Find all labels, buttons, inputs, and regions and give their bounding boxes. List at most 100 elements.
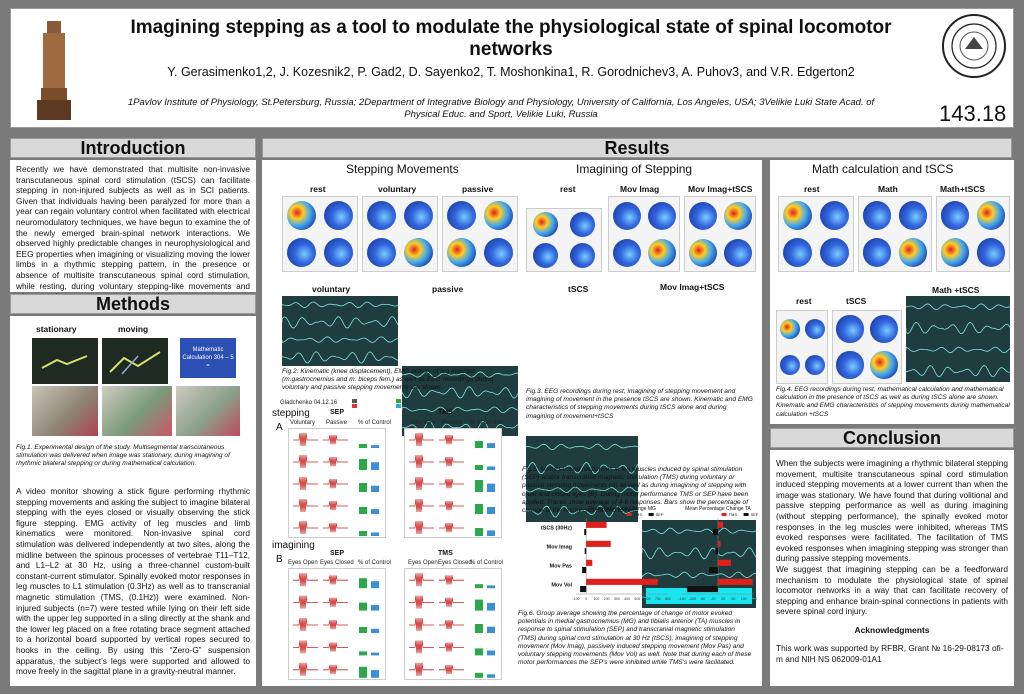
fig5-cola-2: Passive (326, 420, 348, 426)
evoked-trace (323, 664, 348, 675)
wave-svg (906, 303, 1010, 378)
percent-bar (487, 483, 495, 492)
affil-line2: Physical Educ. and Sport, Velikie Luki, … (404, 109, 598, 120)
ack-heading: Acknowledgments (854, 624, 930, 635)
emg-trace (402, 386, 518, 399)
tick-label: 500 (634, 597, 640, 601)
evoked-trace (293, 662, 318, 676)
percent-bar (475, 441, 483, 448)
eeg-map-fig4-rest (776, 310, 828, 384)
poster-number: 143.18 (939, 101, 1007, 126)
bar-sep (584, 529, 587, 536)
brain-topomap (723, 238, 752, 267)
fig3-tscs-traces (526, 436, 638, 522)
statue-logo (33, 13, 75, 123)
imagining-title: Imagining of Stepping (576, 162, 693, 176)
emg-trace (402, 371, 518, 378)
percent-bar (475, 504, 483, 514)
brain-topomap (779, 355, 800, 375)
evoked-trace (323, 575, 348, 585)
tick-label: -20 (710, 597, 715, 601)
fig5-tms-imagining-traces (404, 568, 502, 680)
percent-bar (359, 483, 367, 492)
fig5-cola-6: % of Control (470, 420, 504, 426)
emg-trace (526, 461, 638, 475)
brain-topomap (870, 351, 898, 379)
evoked-trace (439, 642, 464, 652)
brain-topomap (446, 237, 477, 268)
fig5-tms-stepping-traces (404, 428, 502, 538)
evoked-trace (323, 642, 348, 652)
results-heading: Results (262, 138, 1012, 158)
percent-bar (359, 578, 367, 589)
introduction-heading: Introduction (10, 138, 256, 158)
stationary-monitor (32, 338, 98, 384)
ack-text: This work was supported by RFBR, Grant №… (776, 642, 1004, 664)
title-line1: Imagining stepping as a tool to modulate… (130, 17, 892, 38)
fig5-cola-1: Voluntary (290, 420, 316, 426)
tick-label: -100 (689, 597, 696, 601)
legend-label: SEP (751, 512, 758, 517)
brain-topomap (612, 201, 641, 230)
evoked-trace (439, 664, 464, 675)
tick-label: 300 (614, 597, 620, 601)
evoked-trace (439, 435, 464, 445)
imag-label-movimag: Mov Imag (620, 184, 660, 194)
percent-bar (487, 530, 495, 536)
brain-topomap (779, 319, 800, 339)
affil-line1: 1Pavlov Institute of Physiology, St.Pete… (127, 97, 875, 108)
emg-trace (526, 443, 638, 451)
brain-topomap (898, 201, 928, 230)
wave-svg (402, 371, 518, 434)
evoked-trace (323, 457, 348, 467)
legend-label: TMS (729, 512, 738, 517)
bar-tms (586, 540, 611, 547)
fig5-sep-imagining-traces (288, 568, 386, 680)
fig2-passive-traces (402, 366, 518, 436)
percent-bar (487, 507, 495, 514)
fig5-sep-b-label: SEP (330, 550, 345, 557)
fig5-imagining-label: imagining (272, 540, 315, 551)
percent-bar (371, 509, 379, 514)
stim-block (646, 588, 752, 604)
tick-label: -140 (678, 597, 685, 601)
percent-bar (371, 462, 379, 470)
brain-topomap (782, 200, 813, 231)
brain-topomap (533, 243, 558, 268)
fig5-colb-6: % of Control (470, 560, 504, 566)
chart-title: Mean Percentage Change MG (588, 506, 656, 512)
percent-bar (359, 627, 367, 633)
category-label: Mov Pas (550, 564, 572, 570)
bar-tms (718, 559, 731, 566)
fig5-cola-3: % of Control (358, 420, 392, 426)
calculation-box: Mathematic Calculation 304 – 5 = (180, 338, 236, 378)
stepping-label-passive: passive (462, 184, 494, 194)
emg-trace (906, 346, 1010, 354)
percent-bar (359, 507, 367, 514)
percent-bar (475, 480, 483, 492)
percent-bar (487, 466, 495, 470)
brain-topomap (403, 237, 434, 268)
brain-topomap (862, 238, 892, 267)
tick-label: 700 (655, 597, 661, 601)
fig5-cola-4: Voluntary (410, 420, 436, 426)
brain-topomap (782, 237, 813, 268)
fig5-sep-a-label: SEP (330, 409, 345, 416)
fig5-sep-stepping-traces (288, 428, 386, 538)
header-panel: Imagining stepping as a tool to modulate… (10, 8, 1014, 128)
eeg-map-movimag-tscs (684, 196, 756, 272)
percent-bar (359, 651, 367, 656)
eeg-map-rest (282, 196, 358, 272)
bar-sep (580, 586, 587, 593)
evoked-trace (439, 575, 464, 585)
percent-bar (359, 531, 367, 536)
fig6-caption: Fig.6. Group average showing the percent… (518, 610, 752, 667)
evoked-trace (293, 454, 318, 469)
calculation-text: Mathematic Calculation 304 – 5 = (182, 347, 234, 369)
evoked-trace (293, 520, 318, 535)
evoked-trace (293, 476, 318, 491)
evoked-trace (439, 523, 464, 533)
emg-trace (906, 321, 1010, 335)
fig1-caption: Fig.1. Experimental design of the study.… (16, 444, 230, 468)
fig5-header: Gladchenko 04.12.16 (280, 400, 338, 406)
